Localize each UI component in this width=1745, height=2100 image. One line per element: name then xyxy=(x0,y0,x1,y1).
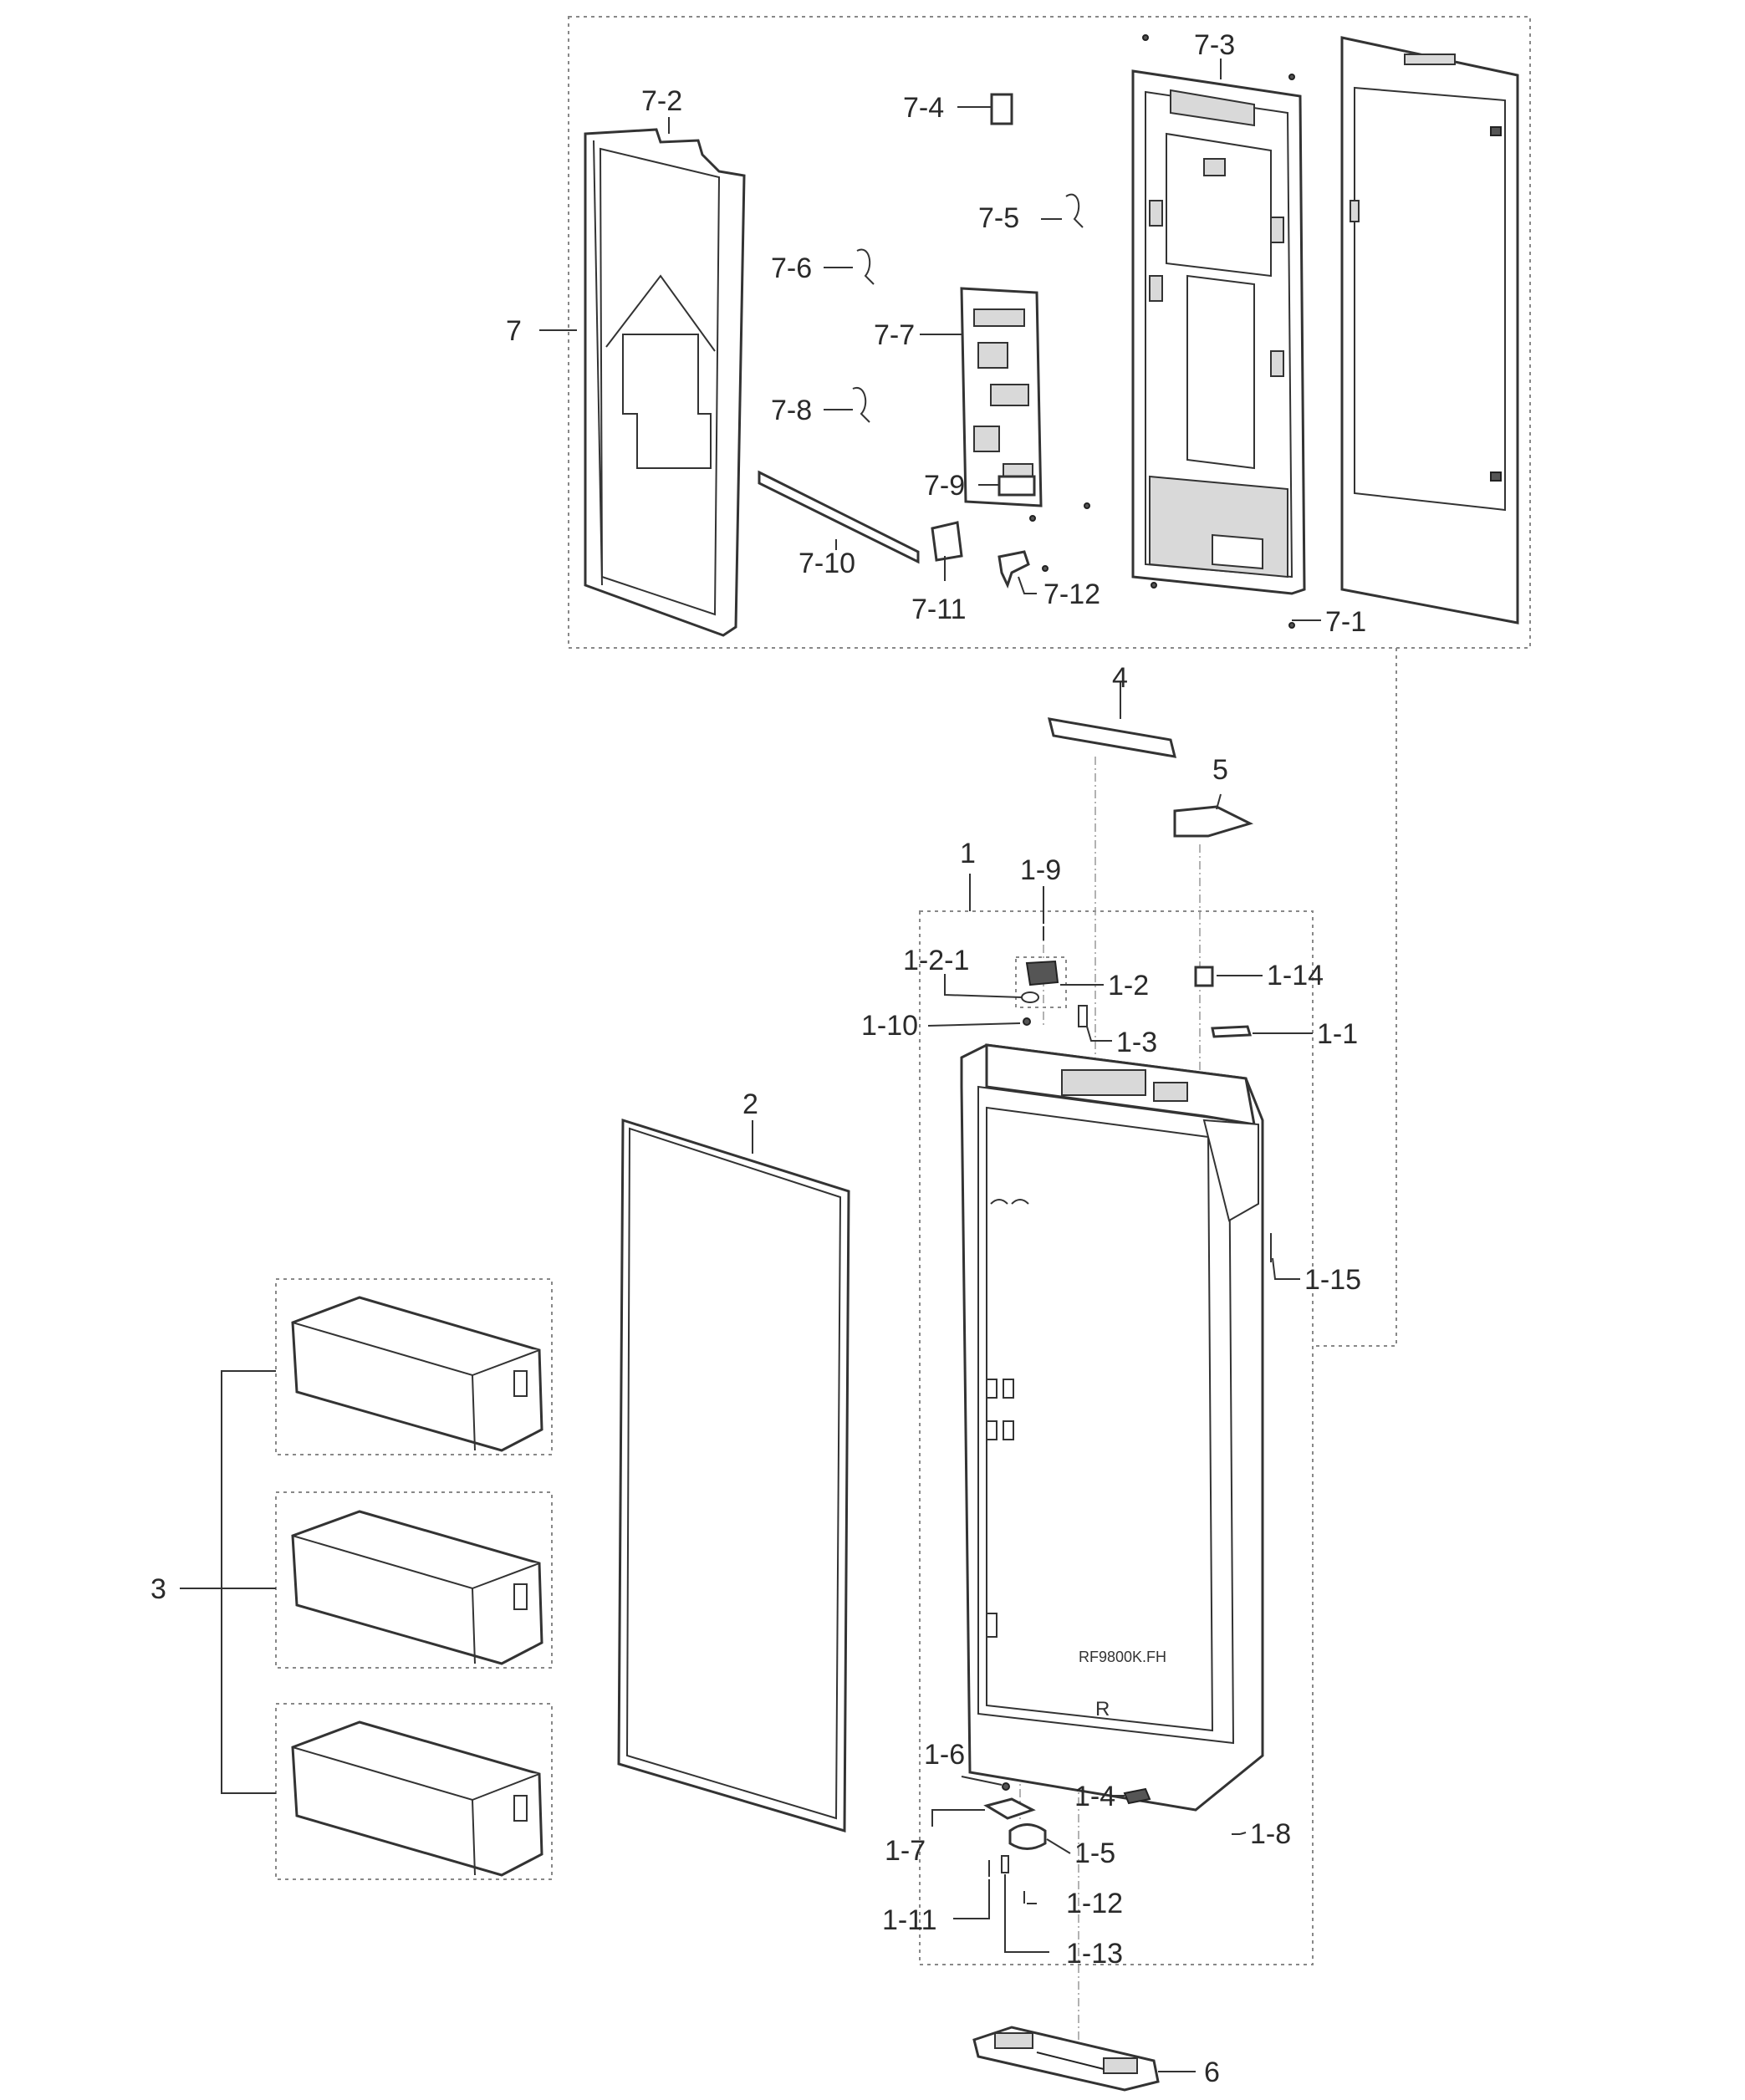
part-7-4 xyxy=(990,93,1013,125)
callout-1-9: 1-9 xyxy=(1020,854,1061,886)
bin-box-bottom xyxy=(275,1703,553,1880)
part-3-bin-middle xyxy=(291,1510,543,1665)
callout-2: 2 xyxy=(742,1088,758,1120)
part-7-10-bar xyxy=(758,470,920,564)
part-6-bottom-cover xyxy=(972,2026,1160,2092)
callout-7-2: 7-2 xyxy=(641,85,682,117)
callout-1-2: 1-2 xyxy=(1108,970,1149,1002)
callout-6: 6 xyxy=(1204,2057,1220,2088)
bin-box-middle xyxy=(275,1491,553,1669)
part-1-2-1-washer xyxy=(1021,991,1039,1003)
part-1-7-bracket xyxy=(983,1797,1036,1820)
part-1-3 xyxy=(1078,1005,1088,1027)
callout-7-6: 7-6 xyxy=(771,252,812,284)
callout-5: 5 xyxy=(1212,754,1228,786)
part-7-3-door-frame xyxy=(1131,69,1306,595)
part-1-door-liner xyxy=(960,1043,1264,1812)
callout-7-8: 7-8 xyxy=(771,395,812,426)
part-1-6-screw xyxy=(1002,1782,1010,1791)
group-box-7 xyxy=(568,16,1531,649)
callout-1-3: 1-3 xyxy=(1116,1027,1157,1058)
part-5-cap xyxy=(1173,805,1254,838)
group-7-connector xyxy=(1313,648,1397,1347)
bin-box-top xyxy=(275,1278,553,1455)
door-side-marking: R xyxy=(1095,1698,1110,1720)
callout-1-13: 1-13 xyxy=(1066,1938,1123,1970)
part-1-5-cam xyxy=(1008,1823,1047,1850)
leader-lines xyxy=(180,59,1321,2072)
callout-3: 3 xyxy=(151,1573,166,1605)
callout-7-9: 7-9 xyxy=(924,470,965,502)
callout-7-3: 7-3 xyxy=(1194,29,1235,61)
callout-1-6: 1-6 xyxy=(924,1739,965,1771)
callout-7-11: 7-11 xyxy=(911,594,967,625)
part-7-5-wire xyxy=(1065,193,1084,228)
callout-1-2-1: 1-2-1 xyxy=(903,945,969,976)
part-1-14 xyxy=(1194,966,1214,987)
screws-7-1 xyxy=(1029,34,1295,629)
part-3-bin-top xyxy=(291,1296,543,1452)
group-box-1 xyxy=(919,910,1314,1965)
callout-1-7: 1-7 xyxy=(885,1835,926,1867)
part-1-4-stopper xyxy=(1123,1787,1151,1805)
part-1-13-pin xyxy=(1001,1855,1009,1873)
group-box-1-2 xyxy=(1015,956,1067,1008)
part-7-7-pcb xyxy=(960,287,1043,507)
callout-7-4: 7-4 xyxy=(903,92,944,124)
callout-7-1: 7-1 xyxy=(1325,606,1366,638)
callout-7-7: 7-7 xyxy=(874,319,915,351)
part-1-1 xyxy=(1211,1025,1252,1038)
part-7-2-door-cover xyxy=(584,128,746,637)
part-7-11 xyxy=(931,521,963,562)
part-7-9 xyxy=(998,475,1036,497)
part-7-12 xyxy=(998,550,1030,589)
part-3-bin-bottom xyxy=(291,1720,543,1877)
part-1-2-hinge xyxy=(1025,960,1059,986)
part-7-6-wire xyxy=(856,248,875,285)
callout-1-1: 1-1 xyxy=(1317,1018,1358,1050)
callout-7-12: 7-12 xyxy=(1043,579,1100,610)
callout-1-12: 1-12 xyxy=(1066,1888,1123,1919)
callout-1-5: 1-5 xyxy=(1074,1838,1115,1869)
callout-1-4: 1-4 xyxy=(1074,1781,1115,1812)
callout-1-11: 1-11 xyxy=(882,1904,937,1936)
part-4-cover xyxy=(1047,717,1177,758)
callout-7-10: 7-10 xyxy=(799,548,855,579)
part-2-gasket xyxy=(617,1118,850,1833)
part-outer-door-panel xyxy=(1340,36,1519,624)
callout-1-15: 1-15 xyxy=(1304,1264,1361,1296)
callout-7: 7 xyxy=(506,315,522,347)
callout-1-14: 1-14 xyxy=(1267,960,1324,991)
callout-7-5: 7-5 xyxy=(978,202,1019,234)
callout-1: 1 xyxy=(960,838,976,869)
callout-1-10: 1-10 xyxy=(861,1010,918,1042)
callout-1-8: 1-8 xyxy=(1250,1818,1291,1850)
part-7-8-wire xyxy=(852,386,870,423)
callout-4: 4 xyxy=(1112,662,1128,694)
callout-labels: 7 7-2 7-3 7-4 7-5 7-6 7-7 7-8 7-9 7-10 7… xyxy=(151,29,1366,2088)
part-1-10-pin xyxy=(1023,1017,1031,1026)
door-model-marking: RF9800K.FH xyxy=(1079,1649,1166,1665)
